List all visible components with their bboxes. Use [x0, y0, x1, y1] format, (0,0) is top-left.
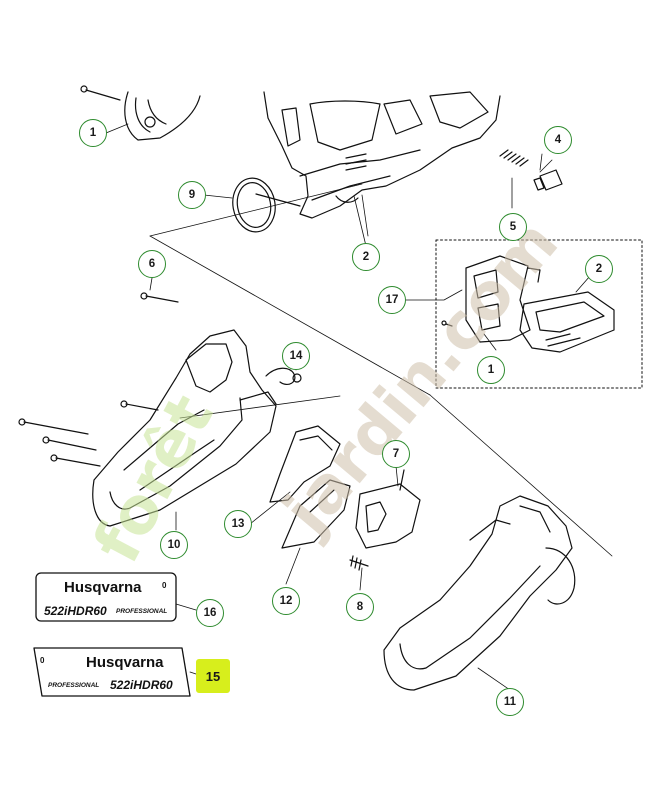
decal-15-tag: PROFESSIONAL: [48, 682, 100, 689]
callout-c14: 14: [282, 342, 310, 370]
callout-c6: 6: [138, 250, 166, 278]
callout-c17: 17: [378, 286, 406, 314]
decal-16-outline: [35, 572, 177, 622]
callout-c1b: 1: [477, 356, 505, 384]
callout-c4: 4: [544, 126, 572, 154]
decal-16-brand: Husqvarna: [64, 579, 142, 596]
callout-c2b: 2: [585, 255, 613, 283]
decal-15-brand: Husqvarna: [86, 654, 164, 671]
decal-15-model: 522iHDR60: [110, 678, 173, 692]
callout-c2a: 2: [352, 243, 380, 271]
callout-c8: 8: [346, 593, 374, 621]
spring: [499, 149, 529, 167]
callout-c10: 10: [160, 531, 188, 559]
o-ring: [232, 177, 276, 233]
callout-c15: 15: [196, 659, 230, 693]
handle-left-half: [92, 329, 277, 527]
decal-15-outline: [33, 647, 191, 697]
decal-16-tag: PROFESSIONAL: [116, 608, 168, 615]
callout-c12: 12: [272, 587, 300, 615]
callout-c16: 16: [196, 599, 224, 627]
plug: [539, 169, 563, 191]
callout-c5: 5: [499, 213, 527, 241]
callout-c1a: 1: [79, 119, 107, 147]
callout-c11: 11: [496, 688, 524, 716]
callout-c13: 13: [224, 510, 252, 538]
decal-15-mark: 0: [40, 656, 45, 665]
decal-16-mark: 0: [162, 581, 167, 590]
handle-right-half: [383, 495, 576, 691]
inset-box: [435, 239, 643, 389]
screws: [18, 292, 179, 467]
callout-c7: 7: [382, 440, 410, 468]
housing-upper: [124, 91, 501, 219]
decal-16-model: 522iHDR60: [44, 604, 107, 618]
callout-c9: 9: [178, 181, 206, 209]
